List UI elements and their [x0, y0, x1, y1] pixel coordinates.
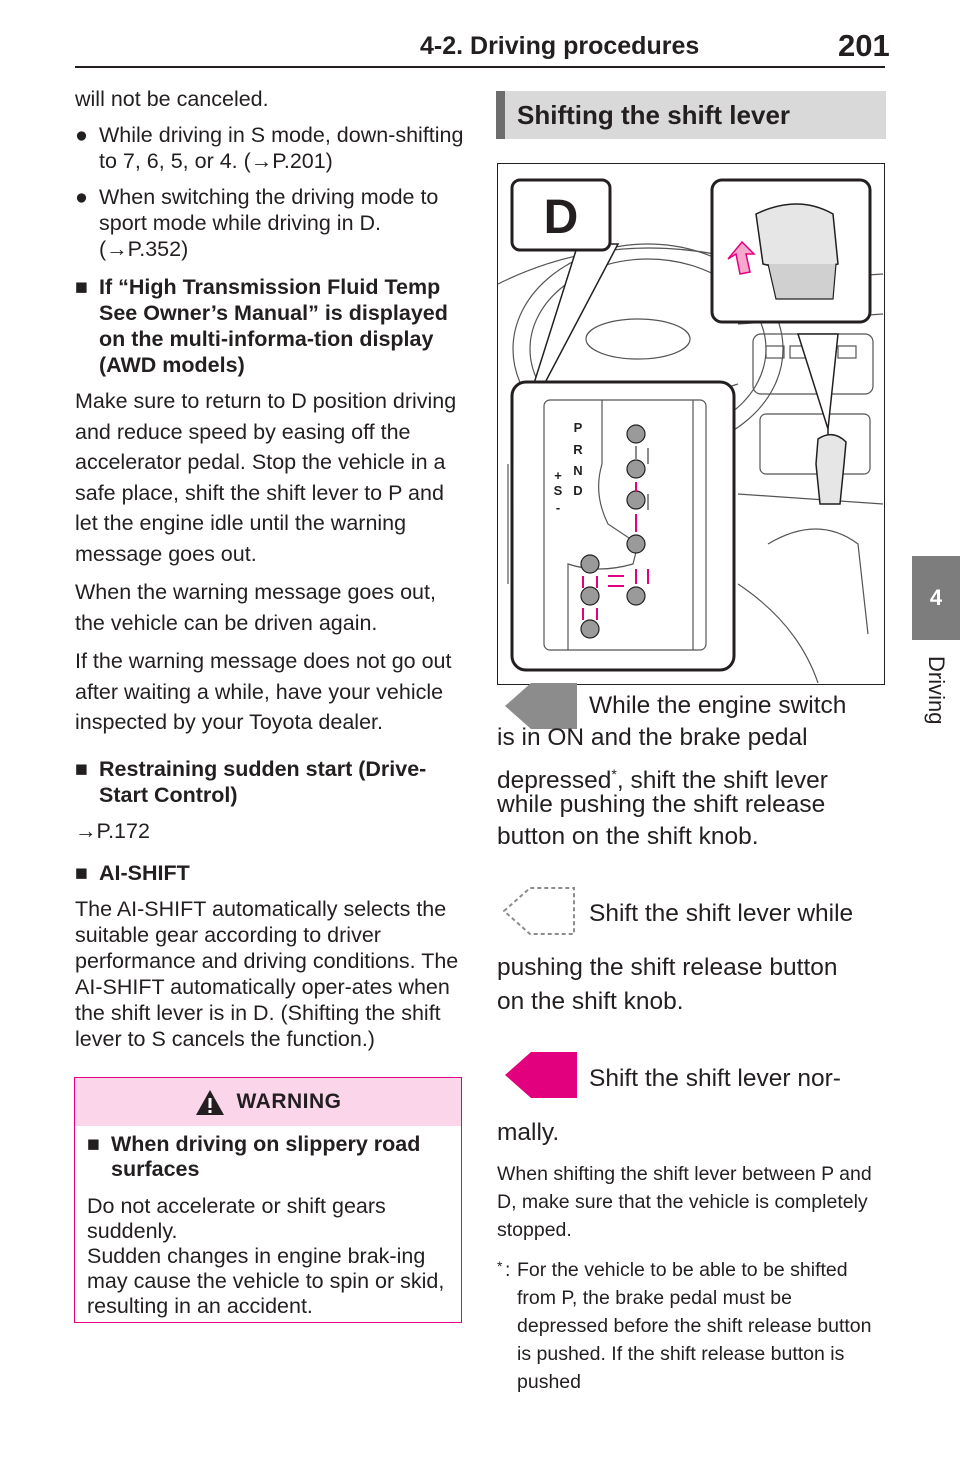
footnote: * : For the vehicle to be able to be shi… [497, 1256, 882, 1396]
square-bullet-icon: ■ [75, 860, 88, 885]
footnote-text: For the vehicle to be able to be shifted… [517, 1259, 872, 1393]
item3-text: Shift the shift lever nor- [589, 1065, 841, 1092]
gate-minus-label: - [556, 500, 560, 515]
gate-plus-label: + [554, 468, 562, 483]
bullet-dot-icon: ● [75, 185, 88, 209]
warning-text: Sudden changes in engine brak-ing may ca… [87, 1244, 445, 1318]
grey-arrow-icon [505, 683, 577, 729]
chapter-tab-number: 4 [912, 556, 960, 640]
paragraph: When the warning message goes out, the v… [75, 580, 436, 635]
item2-text-line: on the shift knob. [497, 988, 684, 1015]
section-heading: ■Restraining sudden start (Drive-Start C… [75, 756, 427, 807]
warning-box: WARNING ■When driving on slippery road s… [74, 1077, 462, 1323]
bullet-dot-icon: ● [75, 123, 88, 147]
paragraph: The AI-SHIFT automatically selects the s… [75, 896, 459, 1051]
subsection-heading: Shifting the shift lever [496, 91, 886, 139]
push-button-arrow-icon [727, 240, 756, 275]
item1-text: While the engine switch [589, 692, 847, 719]
chapter-tab-label: Driving [924, 656, 949, 725]
bullet-item: ●While driving in S mode, down-shifting … [75, 123, 464, 173]
outline-arrow-icon [503, 887, 575, 935]
magenta-arrow-icon [505, 1052, 577, 1098]
section-heading: ■AI-SHIFT [75, 860, 190, 885]
gate-s-label: S [554, 483, 563, 498]
warning-label: WARNING [236, 1090, 342, 1113]
gate-r-label: R [573, 442, 583, 457]
square-bullet-icon: ■ [75, 275, 88, 299]
paragraph: Make sure to return to D position drivin… [75, 389, 457, 566]
paragraph: If the warning message does not go out a… [75, 649, 452, 734]
note-text: When shifting the shift lever between P … [497, 1163, 872, 1241]
page-number: 201 [838, 28, 890, 63]
item2-text-line: pushing the shift release button [497, 954, 838, 981]
gate-n-label: N [573, 463, 582, 478]
warning-body: ■When driving on slippery road surfaces … [75, 1126, 461, 1319]
item1-text-line: while pushing the shift release [497, 791, 826, 818]
intro-text: will not be canceled. [75, 87, 269, 111]
item1-text-line: depressed*, shift the shift lever [497, 766, 828, 795]
warning-text: Do not accelerate or shift gears suddenl… [87, 1194, 386, 1243]
shift-lever-illustration: D P R N D S + - [497, 163, 885, 685]
square-bullet-icon: ■ [75, 756, 88, 781]
gear-d-callout: D [544, 191, 579, 244]
bullet-item: ●When switching the driving mode to spor… [75, 185, 439, 261]
footnote-star: * [497, 1258, 503, 1274]
left-column: will not be canceled. ●While driving in … [75, 86, 465, 1052]
warning-title: ■When driving on slippery road surfaces [87, 1132, 421, 1181]
item1-text-line: button on the shift knob. [497, 823, 759, 850]
item2-text: Shift the shift lever while [589, 900, 854, 927]
section-heading: ■If “High Transmission Fluid Temp See Ow… [75, 275, 448, 377]
section-title: 4-2. Driving procedures [420, 32, 700, 60]
square-bullet-icon: ■ [87, 1132, 100, 1156]
cabin-drawing: D P R N D S + - [498, 178, 884, 684]
gate-p-label: P [574, 420, 583, 435]
header-rule [75, 66, 885, 68]
item1-text-line: is in ON and the brake pedal [497, 724, 808, 751]
page-reference: →P.172 [75, 818, 150, 843]
warning-triangle-icon [195, 1089, 224, 1115]
item3-text-line: mally. [497, 1119, 560, 1146]
gate-d-label: D [573, 483, 582, 498]
warning-header: WARNING [75, 1078, 461, 1126]
